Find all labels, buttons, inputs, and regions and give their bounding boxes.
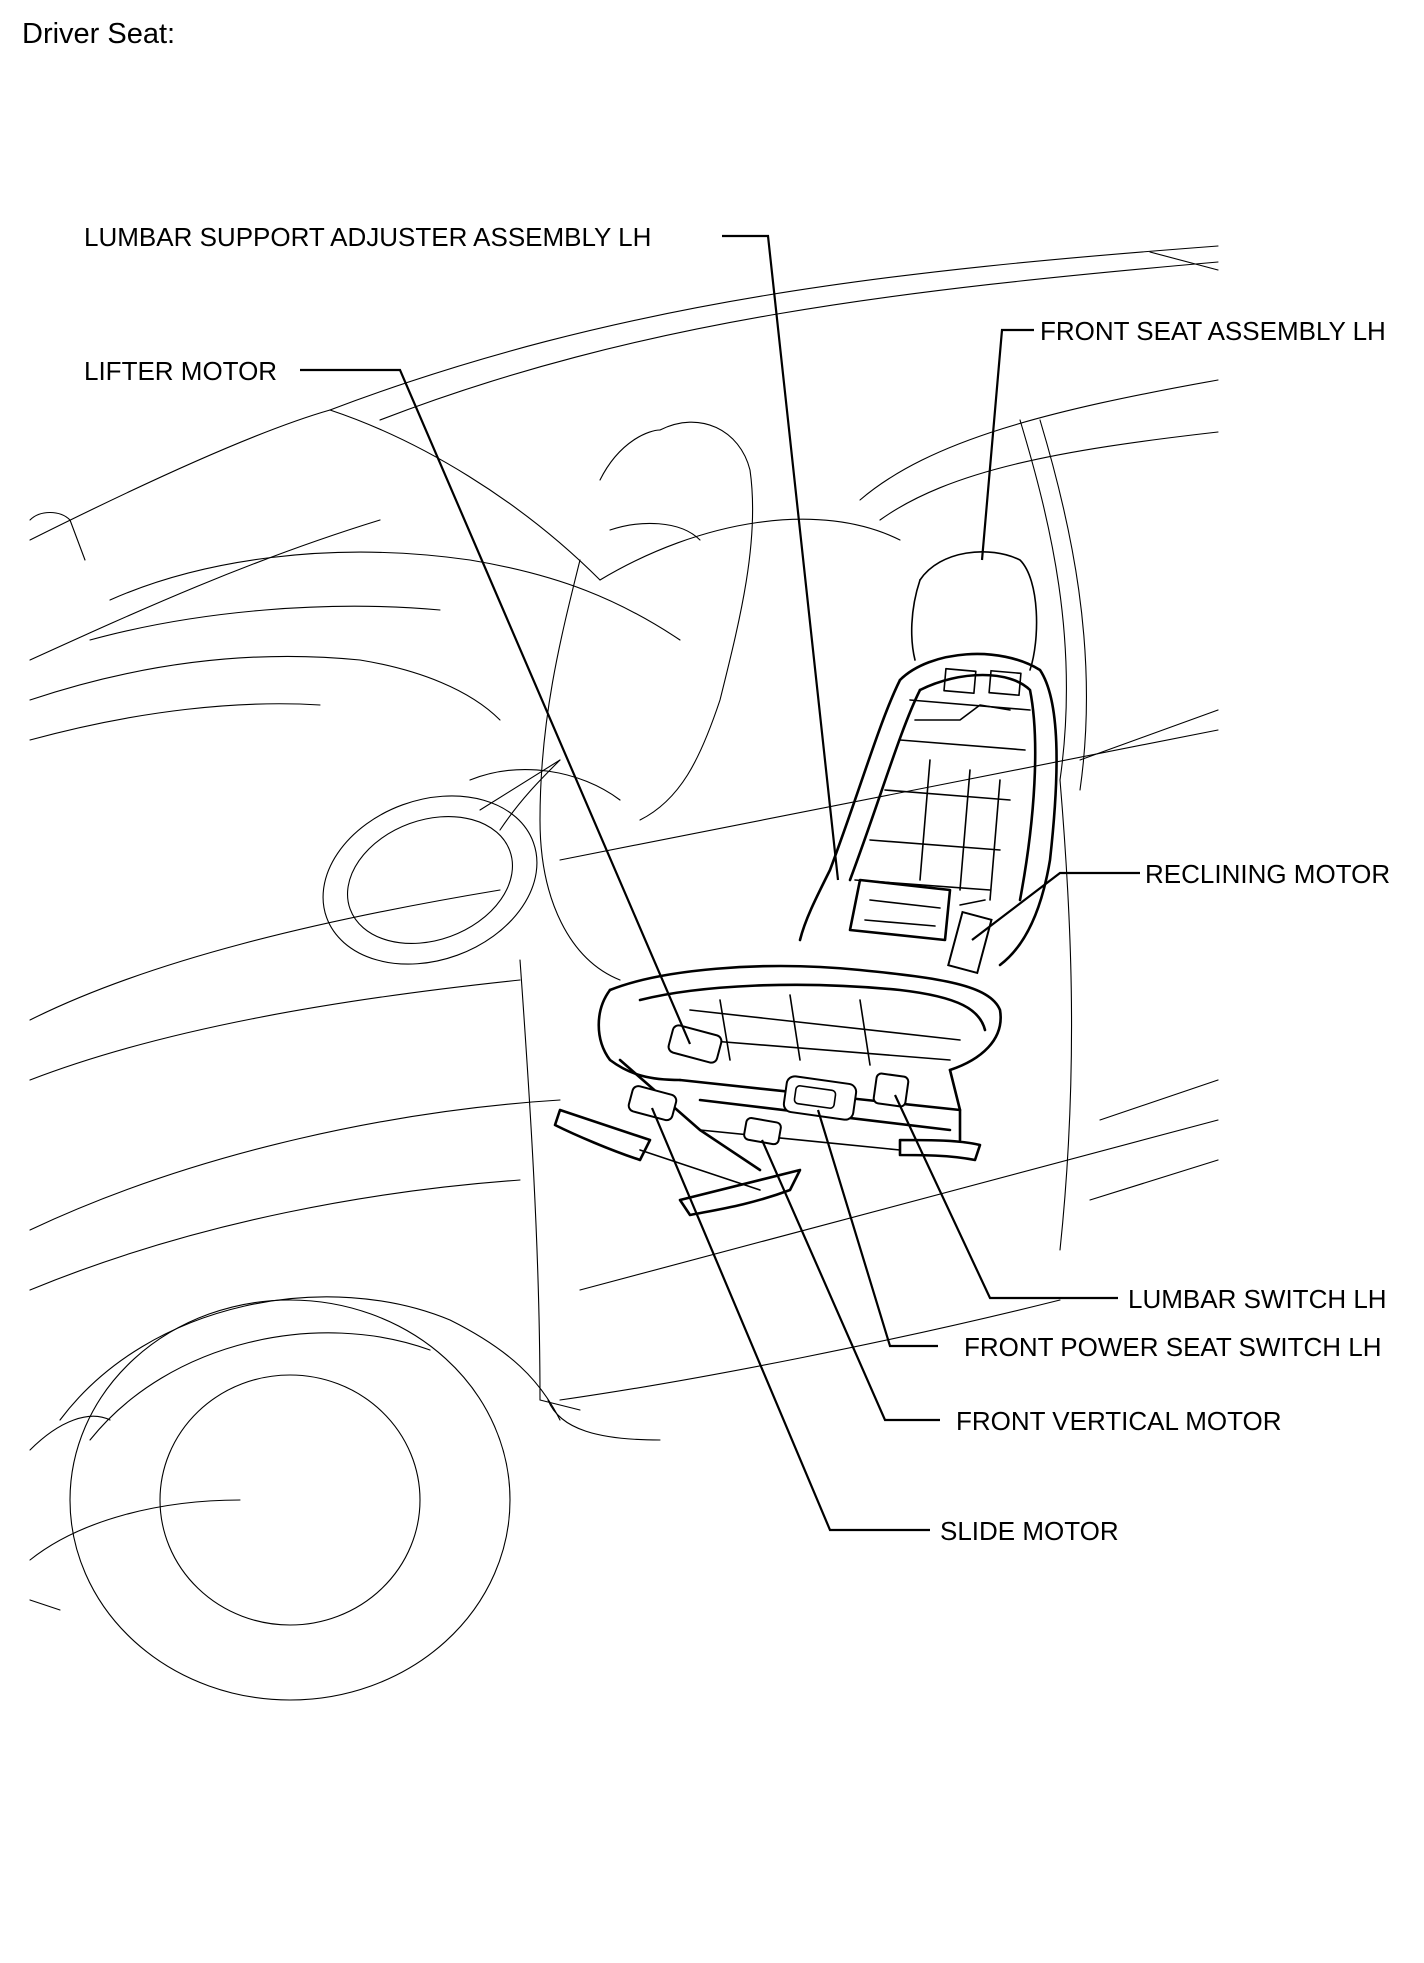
leader-front-seat-assembly xyxy=(980,328,1034,561)
driver-seat-frame xyxy=(553,551,1058,1217)
leader-lifter-motor xyxy=(300,368,692,1045)
label-front-power-seat-switch: FRONT POWER SEAT SWITCH LH xyxy=(964,1332,1381,1362)
leader-lines xyxy=(300,234,1140,1532)
leader-front-vertical-motor xyxy=(760,1139,940,1422)
leader-lumbar-switch xyxy=(894,1094,1118,1300)
leader-lumbar-support-adjuster xyxy=(722,234,840,881)
label-reclining-motor: RECLINING MOTOR xyxy=(1145,859,1390,889)
page-title: Driver Seat: xyxy=(22,18,176,50)
label-front-seat-assembly: FRONT SEAT ASSEMBLY LH xyxy=(1040,316,1386,346)
callout-labels: LUMBAR SUPPORT ADJUSTER ASSEMBLY LH LIFT… xyxy=(84,222,1390,1546)
label-slide-motor: SLIDE MOTOR xyxy=(940,1516,1119,1546)
label-lumbar-switch: LUMBAR SWITCH LH xyxy=(1128,1284,1387,1314)
leader-front-power-seat-switch xyxy=(816,1109,938,1348)
leader-slide-motor xyxy=(650,1107,930,1532)
label-lifter-motor: LIFTER MOTOR xyxy=(84,356,277,386)
car-body-outline xyxy=(29,245,1219,1701)
label-lumbar-support-adjuster: LUMBAR SUPPORT ADJUSTER ASSEMBLY LH xyxy=(84,222,651,252)
label-front-vertical-motor: FRONT VERTICAL MOTOR xyxy=(956,1406,1282,1436)
leader-reclining-motor xyxy=(971,871,1140,941)
